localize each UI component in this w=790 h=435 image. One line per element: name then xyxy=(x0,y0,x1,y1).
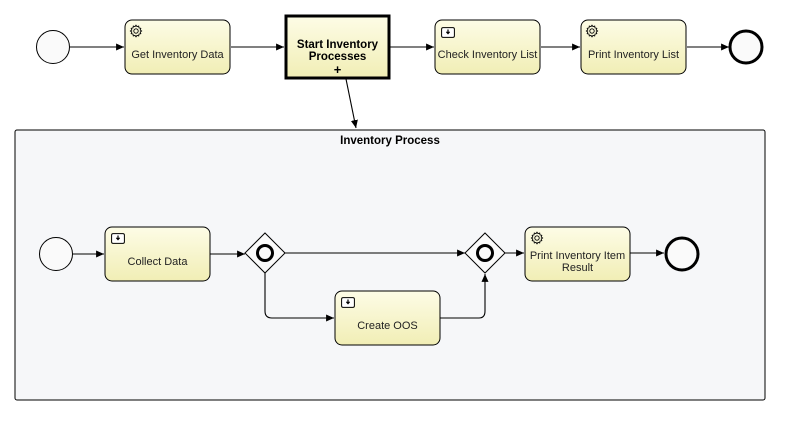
start-event[interactable] xyxy=(36,30,70,64)
task-collect-data[interactable]: Collect Data xyxy=(104,226,211,282)
subprocess-start-inventory-processes[interactable]: Start Inventory Processes + xyxy=(284,14,391,80)
task-label: Check Inventory List xyxy=(438,49,538,61)
task-label: Print Inventory List xyxy=(588,49,679,61)
subprocess-label-line1: Start Inventory xyxy=(297,39,379,51)
exclusive-gateway-split[interactable] xyxy=(244,232,286,274)
association-to-expanded-subprocess[interactable] xyxy=(345,78,358,129)
flow-create-oos-to-join[interactable] xyxy=(440,274,489,319)
gateway-marker-icon xyxy=(476,244,494,262)
task-label: Create OOS xyxy=(357,320,418,332)
end-event[interactable] xyxy=(728,29,764,65)
task-create-oos[interactable]: Create OOS xyxy=(334,290,441,346)
gateway-marker-icon xyxy=(256,244,274,262)
user-task-icon xyxy=(441,27,455,38)
expanded-subprocess-inventory-process[interactable]: Inventory Process xyxy=(14,129,766,401)
user-task-icon xyxy=(341,297,355,308)
subprocess-title: Inventory Process xyxy=(340,135,440,147)
subprocess-label-line2: Processes xyxy=(309,51,367,63)
task-print-inventory-list[interactable]: Print Inventory List xyxy=(580,19,687,75)
task-label-line2: Result xyxy=(562,262,593,274)
flow-split-to-create-oos[interactable] xyxy=(264,273,334,322)
task-check-inventory-list[interactable]: Check Inventory List xyxy=(434,19,541,75)
user-task-icon xyxy=(111,233,125,244)
task-label: Collect Data xyxy=(128,256,189,268)
sub-start-event[interactable] xyxy=(39,237,73,271)
exclusive-gateway-join[interactable] xyxy=(464,232,506,274)
task-label-line1: Print Inventory Item xyxy=(530,250,625,262)
task-print-inventory-item-result[interactable]: Print Inventory Item Result xyxy=(524,226,631,282)
sub-end-event[interactable] xyxy=(664,236,700,272)
task-get-inventory-data[interactable]: Get Inventory Data xyxy=(124,19,231,75)
task-label: Get Inventory Data xyxy=(131,49,224,61)
expand-marker-icon[interactable]: + xyxy=(334,62,342,77)
